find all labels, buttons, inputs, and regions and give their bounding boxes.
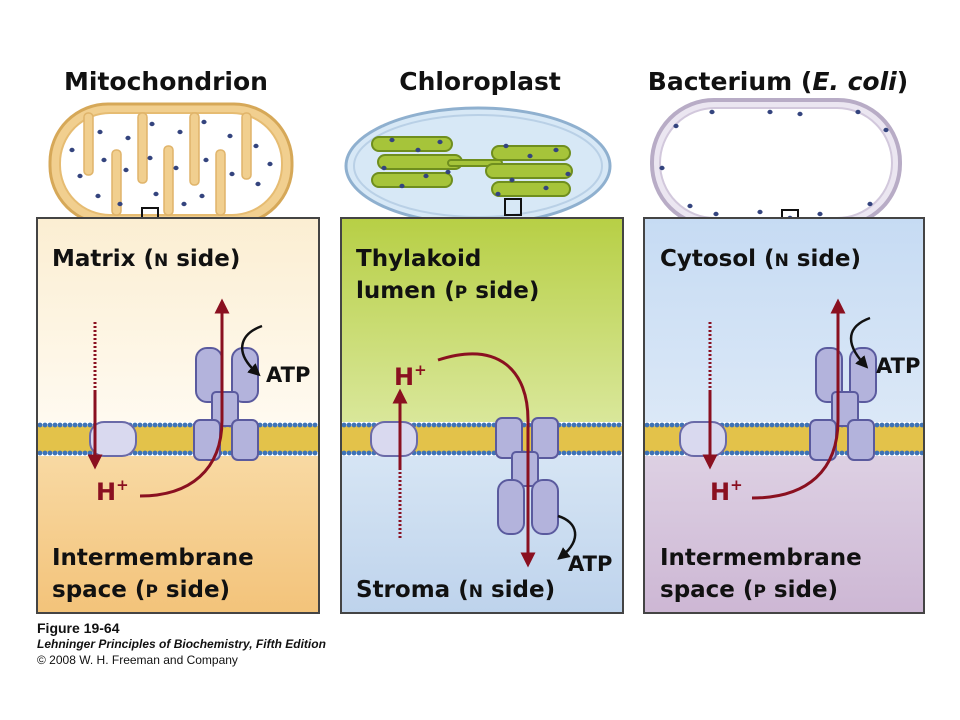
atp-synthase-chloroplast <box>495 417 559 535</box>
lipid-bilayer <box>37 422 319 456</box>
proton-symbol: H <box>394 363 414 391</box>
chloroplast-illustration <box>344 106 612 226</box>
transport-protein-mitochondrion <box>89 421 137 457</box>
title-bacterium-species: E. coli <box>812 67 897 96</box>
transport-protein-bacterium <box>679 421 727 457</box>
atp-label-bacterium: ATP <box>876 354 920 378</box>
panel-mitochondrion <box>36 217 320 614</box>
label-stroma: Stroma (N side) <box>356 577 555 603</box>
title-bacterium-end: ) <box>897 67 908 96</box>
proton-label-chloroplast: H+ <box>394 361 427 391</box>
atp-arrow-mitochondrion <box>240 324 263 377</box>
proton-charge: + <box>116 476 129 494</box>
bacterium-illustration <box>650 98 902 228</box>
proton-charge: + <box>730 476 743 494</box>
atp-synthase-dots <box>659 109 889 221</box>
panel-bacterium <box>643 217 925 614</box>
zoom-box-chloroplast <box>504 198 522 216</box>
label-cytosol-end: side) <box>789 246 861 272</box>
atp-synthase-dots <box>69 119 273 207</box>
label-stroma-side: N <box>469 582 483 602</box>
transport-protein-chloroplast <box>370 421 418 457</box>
atp-synthase-mitochondrion <box>193 347 259 461</box>
label-intermembrane-bact-side: P <box>753 582 765 602</box>
label-intermembrane-mito-main: space ( <box>52 577 145 603</box>
label-thylakoid-side: P <box>455 283 467 303</box>
title-bacterium-main: Bacterium ( <box>648 67 813 96</box>
label-stroma-end: side) <box>483 577 555 603</box>
label-intermembrane-bact-line1: Intermembrane <box>660 545 862 571</box>
label-intermembrane-mito-end: side) <box>158 577 230 603</box>
atp-arrow-chloroplast <box>557 514 577 560</box>
proton-return-arrow-bacterium <box>751 298 846 500</box>
label-cytosol-side: N <box>775 251 789 271</box>
label-intermembrane-mito-line2: space (P side) <box>52 577 230 603</box>
book-title: Lehninger Principles of Biochemistry, Fi… <box>37 637 326 651</box>
label-cytosol: Cytosol (N side) <box>660 246 861 272</box>
label-matrix: Matrix (N side) <box>52 246 240 272</box>
cytosol-region <box>644 218 924 422</box>
panel-chloroplast <box>340 217 624 614</box>
proton-label-bacterium: H+ <box>710 476 743 506</box>
matrix-region <box>37 218 319 422</box>
label-intermembrane-bact-line2: space (P side) <box>660 577 838 603</box>
proton-charge: + <box>414 361 427 379</box>
periplasm-region <box>644 456 924 613</box>
label-intermembrane-mito-side: P <box>145 582 157 602</box>
figure-number: Figure 19-64 <box>37 620 120 636</box>
proton-return-arrow-chloroplast <box>437 352 536 568</box>
atp-arrow-bacterium <box>849 316 871 369</box>
title-chloroplast: Chloroplast <box>399 67 561 96</box>
label-stroma-main: Stroma ( <box>356 577 469 603</box>
proton-label-mitochondrion: H+ <box>96 476 129 506</box>
title-mitochondrion: Mitochondrion <box>64 67 268 96</box>
intermembrane-region <box>37 456 319 613</box>
label-intermembrane-mito-line1: Intermembrane <box>52 545 254 571</box>
label-intermembrane-bact-main: space ( <box>660 577 753 603</box>
label-matrix-main: Matrix ( <box>52 246 154 272</box>
thylakoid-lumen-region <box>341 218 623 422</box>
figure-caption: Figure 19-64 Lehninger Principles of Bio… <box>37 620 326 668</box>
label-matrix-side: N <box>154 251 168 271</box>
atp-label-chloroplast: ATP <box>568 552 612 576</box>
label-thylakoid-line1: Thylakoid <box>356 246 481 272</box>
proton-symbol: H <box>96 478 116 506</box>
label-thylakoid-end: side) <box>467 278 539 304</box>
atp-label-mitochondrion: ATP <box>266 363 310 387</box>
label-matrix-end: side) <box>168 246 240 272</box>
title-bacterium: Bacterium (E. coli) <box>648 67 908 96</box>
proton-return-arrow-mitochondrion <box>139 298 230 498</box>
label-thylakoid-main: lumen ( <box>356 278 455 304</box>
mitochondrion-illustration <box>48 102 294 226</box>
proton-symbol: H <box>710 478 730 506</box>
copyright: © 2008 W. H. Freeman and Company <box>37 653 238 667</box>
atp-synthase-dots <box>381 137 571 197</box>
label-thylakoid-line2: lumen (P side) <box>356 278 539 304</box>
label-intermembrane-bact-end: side) <box>766 577 838 603</box>
label-cytosol-main: Cytosol ( <box>660 246 775 272</box>
